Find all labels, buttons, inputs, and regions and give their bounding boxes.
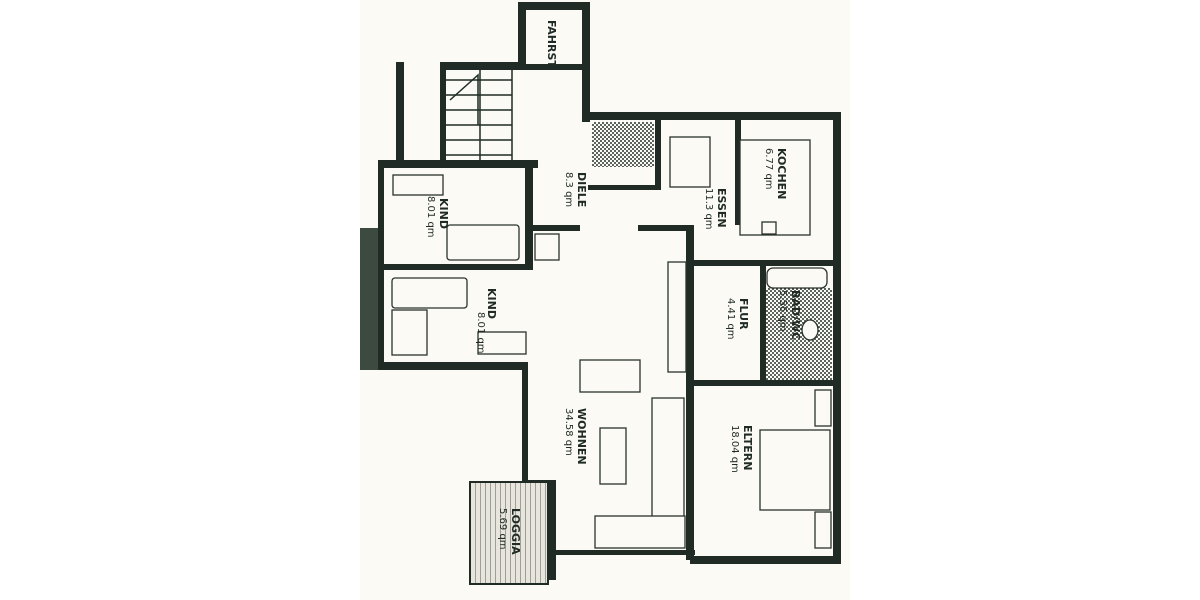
room-area: 5.69 qm — [497, 508, 508, 550]
room-area: 4.41 qm — [725, 298, 736, 340]
room-area: 5.56 qm — [777, 290, 788, 332]
label-essen: ESSEN 11.3 qm — [703, 188, 728, 230]
utility-floor — [592, 122, 654, 167]
room-name: WOHNEN — [575, 408, 588, 465]
toilet — [801, 319, 819, 341]
room-area: 18.04 qm — [729, 425, 740, 473]
room-area: 34.58 qm — [563, 408, 574, 456]
bathtub — [766, 267, 828, 289]
label-diele: DIELE 8.3 qm — [563, 172, 588, 207]
label-eltern: ELTERN 18.04 qm — [729, 425, 754, 473]
staircase — [396, 62, 518, 162]
room-name: DIELE — [575, 172, 588, 207]
label-kind-2: KIND 8.01 qm — [475, 288, 498, 354]
label-kind-1: KIND 8.01 qm — [425, 196, 450, 238]
label-fahrst: FAHRST — [545, 20, 558, 68]
room-name: FLUR — [737, 298, 750, 330]
room-area: 6.77 qm — [763, 148, 774, 190]
room-name: LOGGIA — [509, 508, 522, 555]
label-wohnen: WOHNEN 34.58 qm — [563, 408, 588, 465]
room-area: 11.3 qm — [703, 188, 714, 230]
label-flur: FLUR 4.41 qm — [725, 298, 750, 340]
label-bad: BAD/WC 5.56 qm — [777, 290, 802, 340]
room-name: ESSEN — [715, 188, 728, 228]
exterior-planting — [360, 228, 382, 370]
room-area: 8.01 qm — [475, 312, 486, 354]
room-name: BAD/WC — [789, 290, 802, 340]
furniture — [391, 136, 832, 549]
room-name: KIND — [485, 288, 498, 319]
room-area: 8.3 qm — [563, 172, 574, 207]
room-name: FAHRST — [545, 20, 558, 68]
room-name: KIND — [437, 198, 450, 229]
elevator-shaft — [518, 2, 590, 122]
loggia-floor — [469, 481, 549, 585]
label-loggia: LOGGIA 5.69 qm — [497, 508, 522, 555]
bathroom-floor — [766, 288, 832, 380]
label-kochen: KOCHEN 6.77 qm — [763, 148, 788, 199]
room-name: KOCHEN — [775, 148, 788, 199]
room-name: ELTERN — [741, 425, 754, 470]
room-area: 8.01 qm — [425, 196, 436, 238]
